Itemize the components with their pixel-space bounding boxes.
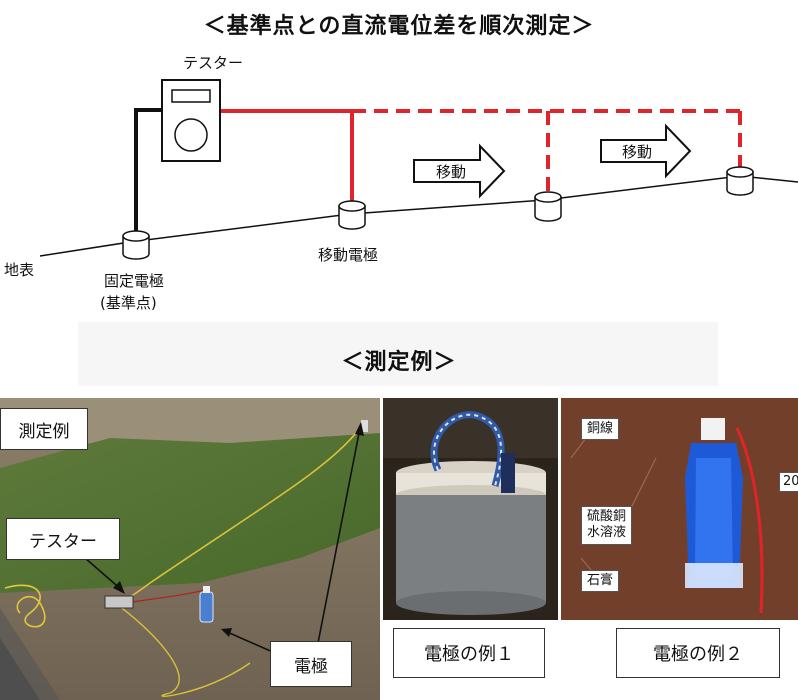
fixed-electrode-sublabel: (基準点) bbox=[100, 294, 157, 312]
move-label-1: 移動 bbox=[436, 163, 467, 181]
moving-electrode-icon-3 bbox=[726, 166, 754, 196]
tester-label: テスター bbox=[183, 54, 244, 72]
red-lead bbox=[216, 109, 354, 203]
electrode-cylinder-drawing bbox=[383, 398, 558, 620]
move-arrow-icon-1 bbox=[413, 143, 506, 199]
copper-sulfate-line-1: 硫酸銅 bbox=[587, 509, 627, 524]
black-lead bbox=[134, 108, 165, 236]
field-measurement-photo: 測定例 テスター 電極 bbox=[0, 398, 380, 700]
copper-sulfate-line-2: 水溶液 bbox=[587, 525, 627, 541]
moving-electrode-label: 移動電極 bbox=[318, 246, 379, 264]
diagram-title: ＜基準点との直流電位差を順次測定＞ bbox=[203, 14, 595, 39]
copper-sulfate-label: 硫酸銅 水溶液 bbox=[581, 506, 633, 545]
examples-title: ＜測定例＞ bbox=[341, 350, 457, 375]
ground-line bbox=[39, 175, 798, 257]
photo-tag-measurement-example: 測定例 bbox=[0, 408, 88, 450]
electrode-photo-2: 銅線 硫酸銅 水溶液 石膏 20 bbox=[561, 398, 798, 620]
electrode-photo-1 bbox=[383, 398, 558, 620]
electrode-callout: 電極 bbox=[270, 641, 352, 687]
ground-label: 地表 bbox=[4, 261, 35, 279]
move-label-2: 移動 bbox=[622, 143, 653, 161]
move-arrow-icon-2 bbox=[600, 123, 692, 179]
measurement-diagram bbox=[39, 79, 798, 260]
electrode-example-2-caption: 電極の例２ bbox=[616, 628, 780, 678]
fixed-electrode-label: 固定電極 bbox=[104, 272, 165, 290]
tester-icon bbox=[161, 79, 221, 162]
electrode-example-1-caption: 電極の例１ bbox=[393, 628, 545, 678]
plaster-label: 石膏 bbox=[581, 570, 620, 593]
tester-callout: テスター bbox=[6, 518, 120, 560]
edge-number-label: 20 bbox=[779, 472, 798, 493]
copper-wire-label: 銅線 bbox=[581, 418, 620, 441]
moving-electrode-icon bbox=[338, 200, 366, 230]
moving-electrode-icon-2 bbox=[534, 191, 562, 222]
examples-title-band bbox=[78, 322, 718, 386]
fixed-electrode-icon bbox=[122, 230, 150, 260]
